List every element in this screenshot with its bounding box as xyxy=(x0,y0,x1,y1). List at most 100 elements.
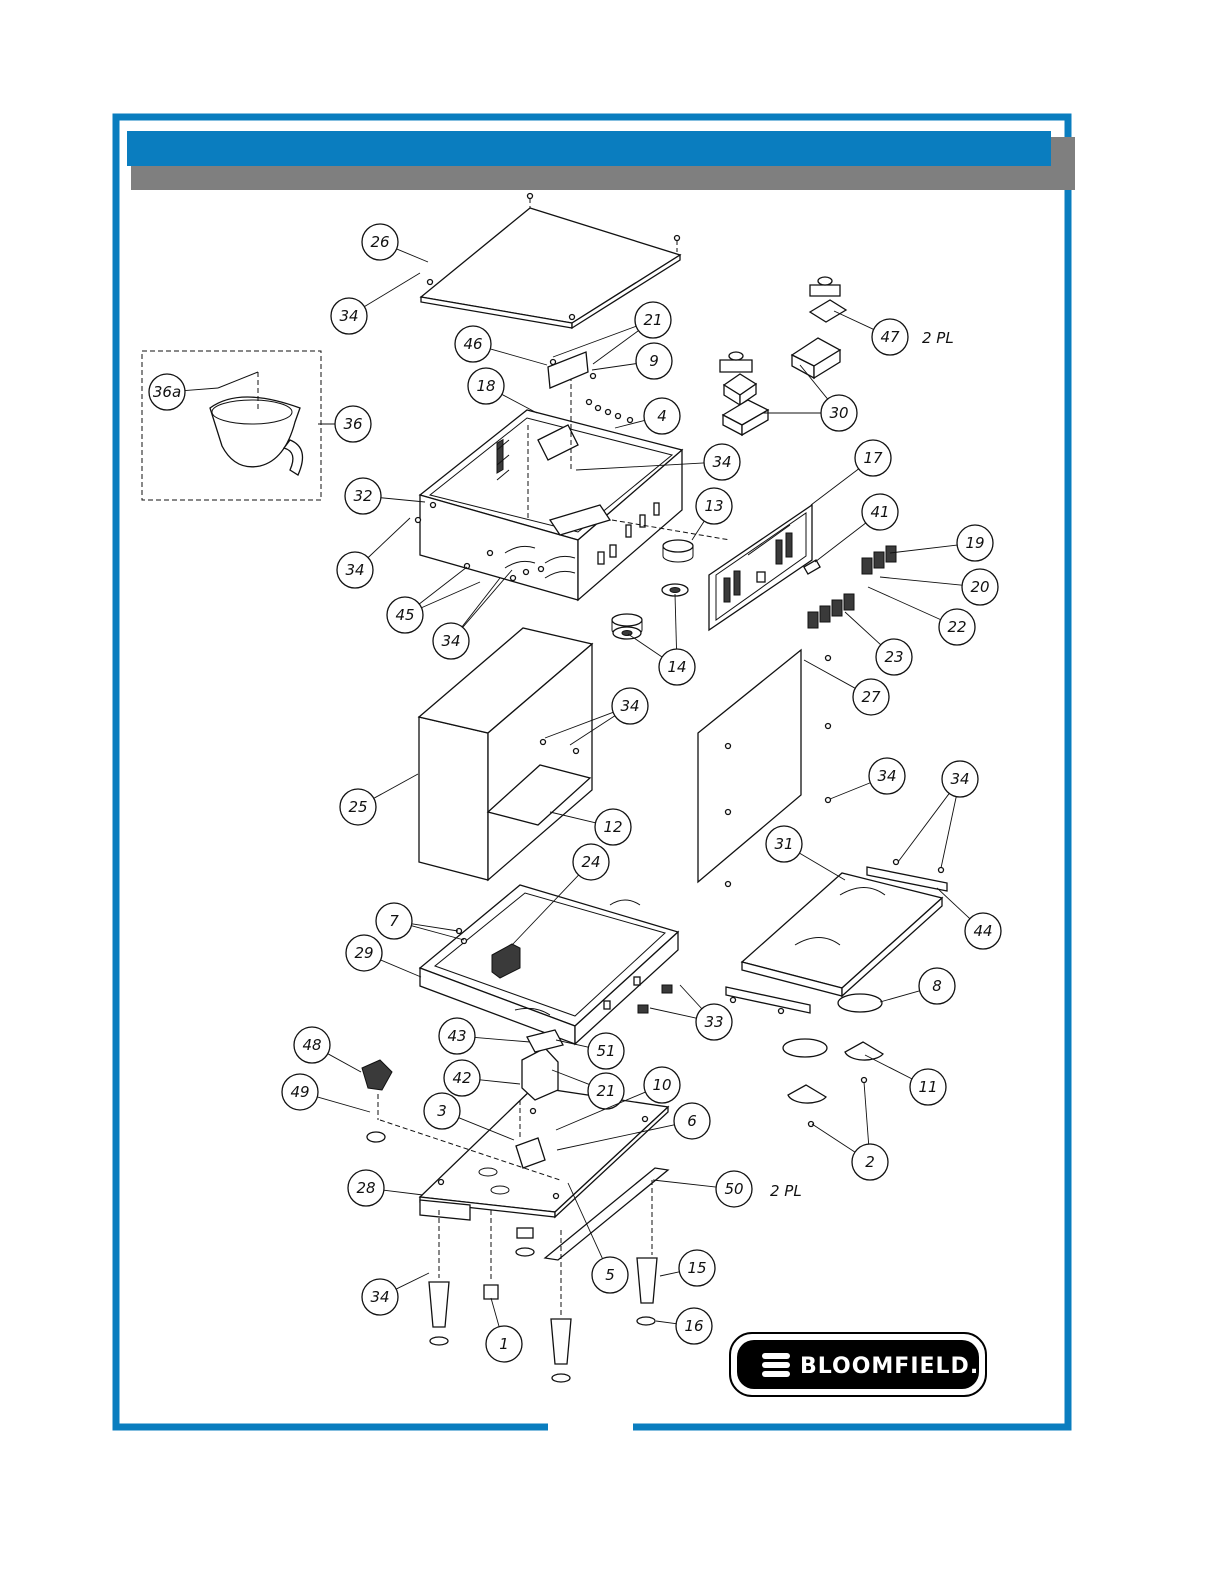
callout-label: 47 xyxy=(880,328,900,346)
note-2pl-50: 2 PL xyxy=(770,1182,802,1200)
callout-leader-line xyxy=(593,331,638,364)
main-housing xyxy=(416,360,683,600)
callout-label: 34 xyxy=(441,632,460,650)
callout-leader-line xyxy=(421,582,480,608)
callout-leader-line xyxy=(328,1054,361,1072)
callout-label: 41 xyxy=(870,503,889,521)
callout-label: 4 xyxy=(657,407,667,425)
callout-leader-line xyxy=(656,1321,676,1324)
callout-leader-line xyxy=(660,1272,679,1276)
callout-leader-line xyxy=(374,774,418,798)
banner-bar xyxy=(127,131,1051,166)
callout-label: 12 xyxy=(603,818,622,836)
logo-text: BLOOMFIELD. xyxy=(800,1354,979,1379)
callout-label: 1 xyxy=(499,1335,509,1353)
callout-leader-line xyxy=(941,797,956,868)
callout-leader-line xyxy=(384,1190,423,1195)
callout-leader-line xyxy=(845,612,881,645)
callout-label: 16 xyxy=(684,1317,703,1335)
callout-leader-line xyxy=(812,1124,855,1152)
callout-leader-line xyxy=(475,1037,530,1042)
callout-label: 8 xyxy=(932,977,942,995)
callout-label: 3 xyxy=(437,1102,447,1120)
callout-label: 45 xyxy=(395,606,414,624)
callout-label: 31 xyxy=(774,835,793,853)
callout-leader-line xyxy=(865,1055,912,1079)
heating-elements xyxy=(638,985,883,1127)
callout-label: 36a xyxy=(153,383,181,401)
callout-label: 24 xyxy=(581,853,600,871)
callout-leader-line xyxy=(830,783,870,799)
callout-label: 6 xyxy=(687,1112,697,1130)
callout-label: 14 xyxy=(667,658,686,676)
callout-leader-line xyxy=(811,469,859,505)
callout-label: 22 xyxy=(947,618,966,636)
callout-label: 50 xyxy=(724,1180,743,1198)
callout-label: 29 xyxy=(354,944,373,962)
callout-label: 34 xyxy=(370,1288,389,1306)
callout-label: 36 xyxy=(343,415,362,433)
callout-label: 30 xyxy=(829,404,848,422)
callout-label: 33 xyxy=(704,1013,723,1031)
callout-label: 11 xyxy=(918,1078,937,1096)
callout-leader-line xyxy=(462,578,500,627)
callout-leader-line xyxy=(397,249,428,262)
logo-mark xyxy=(762,1353,790,1377)
callout-label: 9 xyxy=(649,352,659,370)
warmer-plate xyxy=(726,860,947,1014)
note-2pl-47: 2 PL xyxy=(922,329,954,347)
callout-leader-line xyxy=(868,587,941,620)
callout-leader-line xyxy=(502,394,537,413)
callout-leader-line xyxy=(491,1298,499,1327)
rocker-switches xyxy=(808,546,896,628)
callout-leader-line xyxy=(317,1097,370,1112)
callout-leader-line xyxy=(490,349,547,365)
callout-leader-line xyxy=(650,1008,696,1018)
callout-leader-line xyxy=(480,1080,520,1084)
callout-label: 25 xyxy=(348,798,367,816)
callout-label: 32 xyxy=(353,487,372,505)
callout-leader-line xyxy=(880,991,920,1002)
callout-label: 44 xyxy=(973,922,992,940)
callout-leader-line xyxy=(368,518,410,558)
part-drawings xyxy=(142,194,947,1383)
title-banner xyxy=(127,131,1075,190)
callout-label: 19 xyxy=(965,534,984,552)
callout-label: 42 xyxy=(452,1069,471,1087)
callout-leader-line xyxy=(381,960,421,977)
callout-leader-line xyxy=(692,521,704,540)
callout-label: 7 xyxy=(389,912,399,930)
callout-leader-line xyxy=(653,1180,716,1187)
callout-leader-line xyxy=(898,793,949,862)
callout-label: 20 xyxy=(970,578,989,596)
callout-leader-line xyxy=(680,985,702,1009)
callout-leader-line xyxy=(675,594,677,649)
callout-label: 34 xyxy=(950,770,969,788)
callout-label: 26 xyxy=(370,233,389,251)
callout-leader-line xyxy=(592,364,636,370)
callout-label: 34 xyxy=(345,561,364,579)
callout-label: 27 xyxy=(861,688,881,706)
callout-label: 51 xyxy=(596,1042,615,1060)
funnel-inset xyxy=(142,351,321,500)
callout-label: 46 xyxy=(463,335,482,353)
callout-leader-line xyxy=(834,311,874,329)
callout-leader-line xyxy=(381,498,425,502)
callout-label: 13 xyxy=(704,497,723,515)
callout-label: 10 xyxy=(652,1076,671,1094)
callout-label: 43 xyxy=(447,1027,466,1045)
callout-leader-line xyxy=(804,660,855,688)
callout-label: 34 xyxy=(877,767,896,785)
callout-label: 5 xyxy=(605,1266,615,1284)
callout-leader-line xyxy=(628,634,662,657)
callout-label: 15 xyxy=(687,1259,706,1277)
callout-leader-line xyxy=(864,1082,869,1144)
callout-label: 34 xyxy=(620,697,639,715)
callout-label: 23 xyxy=(884,648,903,666)
callout-label: 2 xyxy=(865,1153,875,1171)
front-panel xyxy=(709,505,812,630)
callout-leader-line xyxy=(815,523,866,562)
callout-leader-line xyxy=(880,577,962,585)
callout-leader-line xyxy=(463,570,512,627)
